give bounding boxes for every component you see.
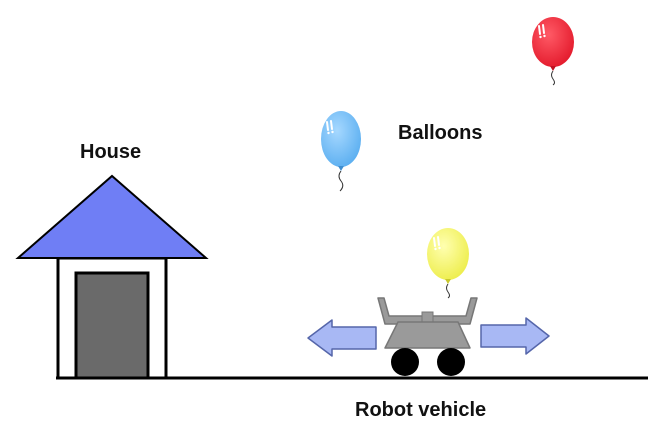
robot-vehicle	[377, 297, 478, 376]
house-roof	[15, 174, 209, 259]
balloon-red-string	[551, 70, 555, 86]
house-door	[74, 271, 150, 380]
arrow-left-icon	[307, 319, 377, 357]
balloons-label: Balloons	[398, 122, 482, 144]
balloon-yellow	[427, 228, 469, 299]
arrow-right-icon	[480, 317, 550, 355]
balloon-red-highlight	[538, 24, 545, 35]
balloon-yellow-knot	[445, 279, 451, 284]
balloon-blue-knot	[338, 166, 344, 171]
robot-arm-left	[377, 297, 425, 325]
balloon-yellow-body	[427, 228, 469, 280]
balloon-red-body	[532, 17, 574, 67]
balloon-yellow-string	[446, 283, 450, 299]
balloon-blue	[321, 111, 361, 192]
robot-wheel-left	[391, 348, 419, 376]
balloon-red	[532, 17, 574, 86]
robot-arm-right	[430, 297, 478, 325]
balloon-blue-body	[321, 111, 361, 167]
robot-body	[384, 321, 471, 349]
robot-vehicle-label: Robot vehicle	[355, 399, 486, 421]
balloon-blue-string	[338, 170, 344, 192]
house-label: House	[80, 141, 141, 163]
balloon-blue-highlight	[326, 120, 333, 131]
balloon-yellow-highlight	[433, 236, 440, 247]
balloon-red-knot	[550, 66, 556, 71]
robot-wheel-right	[437, 348, 465, 376]
house	[15, 174, 209, 380]
